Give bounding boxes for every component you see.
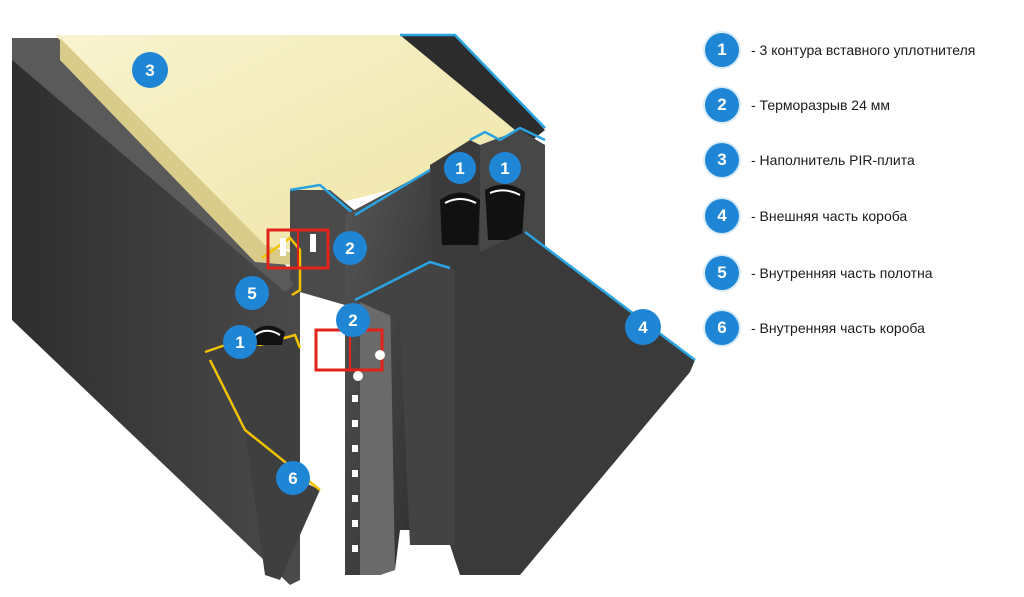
legend-item-5: 5 - Внутренняя часть полотна [705,255,933,291]
legend-item-3: 3 - Наполнитель PIR-плита [705,142,915,178]
svg-text:4: 4 [638,318,648,337]
callout-1-lower: 1 [223,325,257,359]
legend-item-1: 1 - 3 контура вставного уплотнителя [705,32,975,68]
svg-text:1: 1 [455,159,464,178]
legend-badge-2: 2 [705,88,739,122]
svg-text:2: 2 [345,239,354,258]
inner-box-section [204,325,321,580]
svg-text:1: 1 [500,159,509,178]
legend-badge-3: 3 [705,143,739,177]
legend-item-6: 6 - Внутренняя часть короба [705,310,925,346]
callout-6: 6 [276,461,310,495]
thermal-break-upper [266,228,330,270]
svg-text:3: 3 [145,61,154,80]
svg-text:6: 6 [288,469,297,488]
legend-badge-1: 1 [705,33,739,67]
svg-text:5: 5 [247,284,256,303]
legend-badge-6: 6 [705,311,739,345]
legend-text-1: - 3 контура вставного уплотнителя [751,42,976,58]
legend-text-4: - Внешняя часть короба [751,208,908,224]
callout-4: 4 [625,309,661,345]
callout-2-upper: 2 [333,231,367,265]
callout-5: 5 [235,276,269,310]
legend-text-2: - Терморазрыв 24 мм [751,97,891,113]
legend-badge-4: 4 [705,199,739,233]
callout-3: 3 [132,52,168,88]
legend-text-5: - Внутренняя часть полотна [751,265,933,281]
callout-1-top-a: 1 [444,152,476,184]
legend-item-4: 4 - Внешняя часть короба [705,198,907,234]
pir-insulation [55,35,520,265]
inner-leaf-section [289,183,360,305]
legend-item-2: 2 - Терморазрыв 24 мм [705,87,890,123]
legend-text-3: - Наполнитель PIR-плита [751,152,915,168]
legend-text-6: - Внутренняя часть короба [751,320,925,336]
svg-text:1: 1 [235,333,244,352]
svg-text:2: 2 [348,311,357,330]
callout-2-lower: 2 [336,303,370,337]
profile-holes [352,395,358,552]
legend-badge-5: 5 [705,256,739,290]
callout-1-top-b: 1 [489,152,521,184]
frame-top-edge [400,33,546,150]
